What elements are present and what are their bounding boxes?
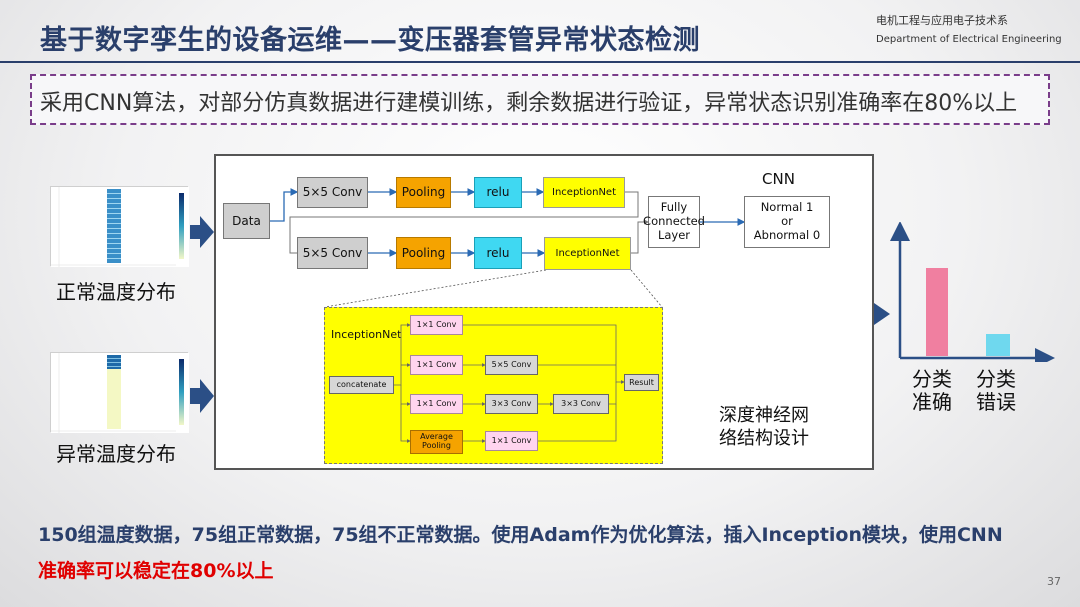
normal-heatmap-graphic xyxy=(51,187,189,267)
avg-pooling-line-2: Pooling xyxy=(422,441,451,450)
inception-node-top: InceptionNet xyxy=(543,177,625,208)
output-line-1: Normal 1 xyxy=(760,200,814,215)
data-node: Data xyxy=(223,203,270,239)
page-title: 基于数字孪生的设备运维——变压器套管异常状态检测 xyxy=(40,25,700,56)
inception-conv3x3-b: 3×3 Conv xyxy=(553,394,609,414)
network-design-caption-line-1: 深度神经网 xyxy=(719,405,809,426)
summary-line-1: 150组温度数据，75组正常数据，75组不正常数据。使用Adam作为优化算法，插… xyxy=(38,524,1003,546)
cnn-label: CNN xyxy=(762,170,795,188)
department-name-cn: 电机工程与应用电子技术系 xyxy=(876,14,1008,27)
normal-heatmap-image xyxy=(50,186,189,267)
output-node: Normal 1 or Abnormal 0 xyxy=(744,196,830,248)
subtitle-frame xyxy=(30,74,1050,125)
inception-conv3x3-a: 3×3 Conv xyxy=(485,394,538,414)
output-line-2: or xyxy=(781,214,793,229)
inception-conv5x5: 5×5 Conv xyxy=(485,355,538,375)
summary-line-2: 准确率可以稳定在80%以上 xyxy=(38,560,274,582)
bar-label-wrong-line-2: 错误 xyxy=(976,390,1016,414)
inception-result-node: Result xyxy=(624,374,659,391)
relu-node-bottom: relu xyxy=(474,237,522,269)
relu-node-top: relu xyxy=(474,177,522,208)
abnormal-heatmap-image xyxy=(50,352,189,433)
bar-wrong xyxy=(986,334,1010,356)
bar-label-wrong-line-1: 分类 xyxy=(976,367,1016,391)
fully-connected-node: Fully Connected Layer xyxy=(643,196,705,248)
normal-input-arrow xyxy=(190,216,214,248)
bar-label-correct: 分类 准确 xyxy=(912,368,952,414)
abnormal-input-arrow xyxy=(190,379,214,413)
inception-conv1x1-d: 1×1 Conv xyxy=(485,431,538,451)
output-line-3: Abnormal 0 xyxy=(753,227,821,242)
bar-label-correct-line-1: 分类 xyxy=(912,367,952,391)
inception-conv1x1-a: 1×1 Conv xyxy=(410,315,463,335)
pooling-node-bottom: Pooling xyxy=(396,237,451,269)
concatenate-node: concatenate xyxy=(329,376,394,394)
subtitle-text: 采用CNN算法，对部分仿真数据进行建模训练，剩余数据进行验证，异常状态识别准确率… xyxy=(40,91,1018,116)
bar-label-wrong: 分类 错误 xyxy=(976,368,1016,414)
conv-node-bottom: 5×5 Conv xyxy=(297,237,368,269)
network-design-caption: 深度神经网 络结构设计 xyxy=(719,404,809,451)
header-divider xyxy=(0,61,1080,63)
network-design-caption-line-2: 络结构设计 xyxy=(719,428,809,450)
normal-distribution-label: 正常温度分布 xyxy=(56,280,176,304)
inception-avg-pooling: Average Pooling xyxy=(410,430,463,454)
classification-bar-chart xyxy=(890,222,1055,362)
conv-node-top: 5×5 Conv xyxy=(297,177,368,208)
abnormal-distribution-label: 异常温度分布 xyxy=(56,442,176,466)
abnormal-heatmap-graphic xyxy=(51,353,189,433)
avg-pooling-line-1: Average xyxy=(420,432,453,442)
bar-label-correct-line-2: 准确 xyxy=(912,390,952,414)
inception-conv1x1-c: 1×1 Conv xyxy=(410,394,463,414)
page-number: 37 xyxy=(1047,575,1061,588)
department-name-en: Department of Electrical Engineering xyxy=(876,34,1062,45)
inception-conv1x1-b: 1×1 Conv xyxy=(410,355,463,375)
pooling-node-top: Pooling xyxy=(396,177,451,208)
bar-correct xyxy=(926,268,948,356)
inception-node-bottom: InceptionNet xyxy=(544,237,631,270)
inception-title: InceptionNet xyxy=(331,328,402,341)
